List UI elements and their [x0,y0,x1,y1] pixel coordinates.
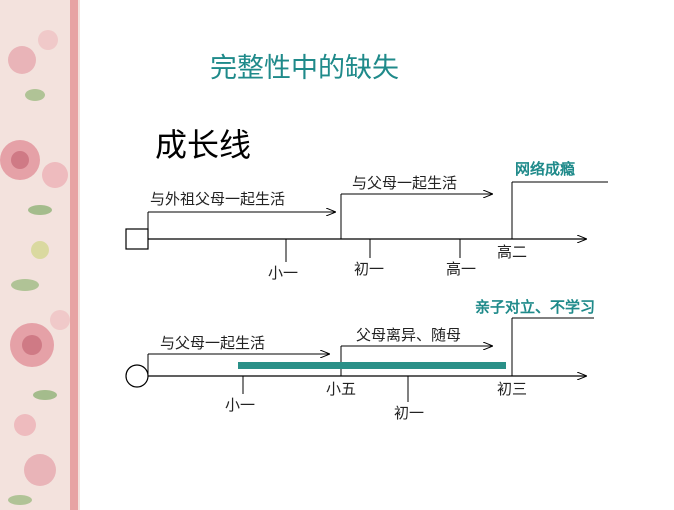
timeline-2-tick-label: 小五 [326,380,357,398]
timeline-1-tick-label: 高一 [446,260,477,278]
timeline-2-tick-label: 初一 [394,404,425,422]
timeline-2 [125,317,594,402]
timeline-2-start-circle [125,364,149,388]
timeline-1-tick-label: 高二 [497,243,528,261]
timeline-1 [125,181,608,262]
timeline-1-tick-label: 小一 [268,264,299,282]
timeline-1-phase-after-label: 与父母一起生活 [352,174,458,192]
timeline-2-phase-after-label: 父母离异、随母 [356,326,462,344]
timeline-2-tick-label: 小一 [225,396,256,414]
slide-title: 完整性中的缺失 [210,53,399,84]
timeline-1-tick-label: 初一 [354,260,385,278]
timeline-2-event-label: 亲子对立、不学习 [475,298,596,316]
timeline-1-event-label: 网络成瘾 [515,160,576,178]
timeline-2-tick-label: 初三 [497,380,528,398]
slide-heading: 成长线 [155,126,252,164]
timeline-2-highlight-bar [238,362,506,369]
timeline-2-phase-before-label: 与父母一起生活 [160,334,266,352]
timeline-1-phase-before-label: 与外祖父母一起生活 [150,190,286,208]
timeline-1-start-box [125,228,149,250]
floral-border-decoration [0,0,80,510]
